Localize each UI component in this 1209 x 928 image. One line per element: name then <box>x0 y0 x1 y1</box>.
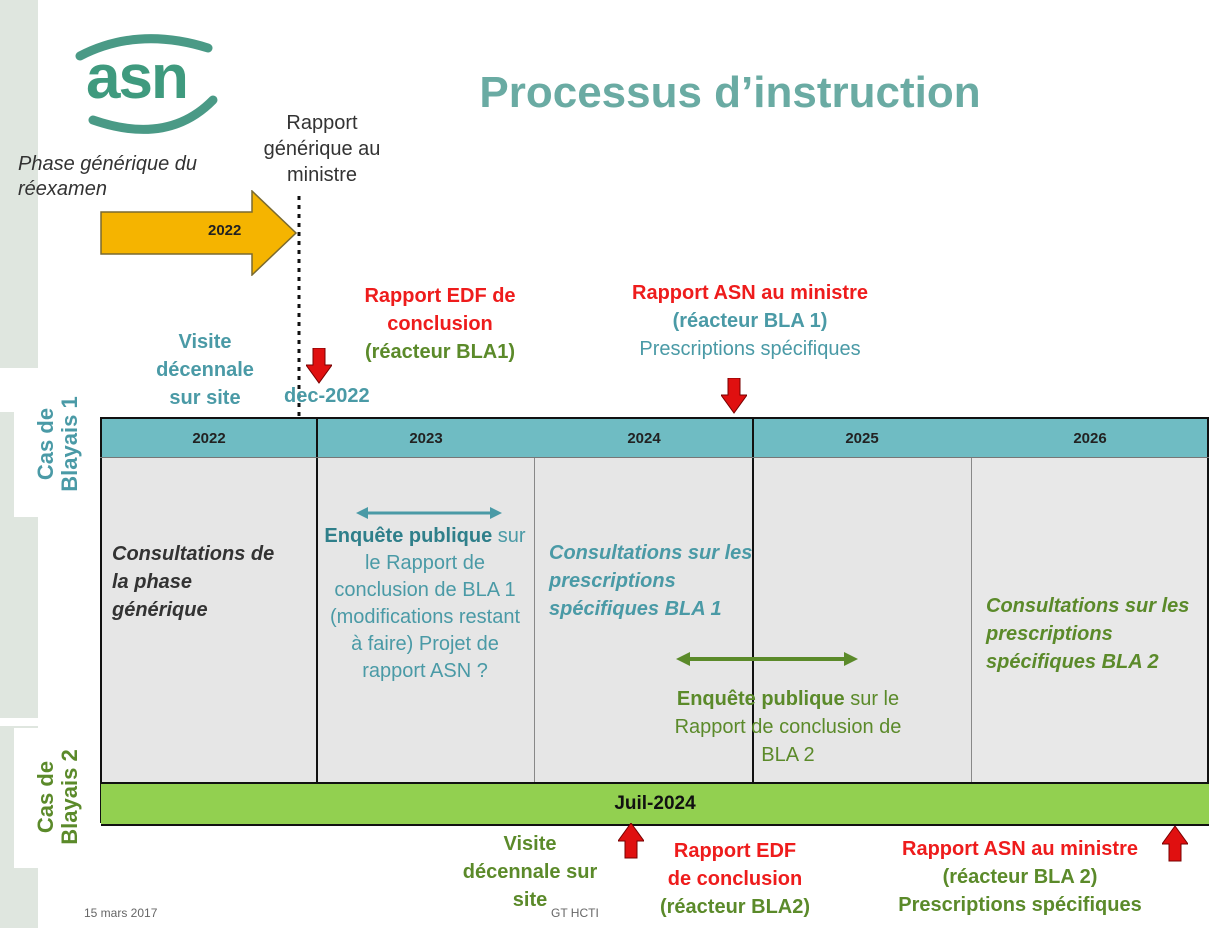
grid-line <box>534 458 535 782</box>
red-up-arrow <box>1161 825 1189 867</box>
edf-report-bla1-line1: Rapport EDF de <box>364 285 516 307</box>
asn-report-bla2-line2: (réacteur BLA 2) <box>942 866 1098 888</box>
enquete-bla1-arrow <box>356 505 502 526</box>
generic-phase-label: Phase générique du réexamen <box>18 153 198 200</box>
enquete-bla1-bold: Enquête publique <box>324 525 493 547</box>
asn-report-bla1-line2: (réacteur BLA 1) <box>672 310 828 332</box>
year-cell: 2026 <box>1073 429 1107 447</box>
grid-line <box>100 417 102 823</box>
grid-line <box>100 457 1209 458</box>
red-down-arrow <box>305 347 333 389</box>
grid-line <box>316 417 318 782</box>
side-label-bla2: Cas de Blayais 2 <box>33 749 82 845</box>
year-cell: 2024 <box>627 429 661 447</box>
year-cell: 2023 <box>409 429 443 447</box>
asn-report-bla2-line3: Prescriptions spécifiques <box>898 894 1142 916</box>
generic-arrow-year: 2022 <box>208 222 242 239</box>
edf-report-bla2-line3: (réacteur BLA2) <box>659 896 811 918</box>
cell-2025 <box>753 458 971 782</box>
generic-phase-arrow: 2022 <box>100 189 300 277</box>
enquete-bla2-text: Enquête publique sur le Rapport de concl… <box>660 685 916 769</box>
edf-report-bla2-line2: de conclusion <box>667 868 803 890</box>
consult-bla1-text: Consultations sur les prescriptions spéc… <box>549 542 753 620</box>
red-up-arrow <box>617 822 645 864</box>
enquete-bla2-arrow <box>676 650 858 673</box>
grid-line <box>1207 417 1209 823</box>
visite-bla1-label: Visite décennale sur site <box>156 331 254 409</box>
enquete-bla2-rest: sur le Rapport de conclusion de BLA 2 <box>674 688 902 766</box>
generic-report-label: Rapport générique au ministre <box>263 112 381 186</box>
footer-date: 15 mars 2017 <box>84 906 158 920</box>
dec-2022-label: dec-2022 <box>284 385 370 407</box>
side-label-bla1: Cas de Blayais 1 <box>33 396 82 492</box>
cell-2024 <box>535 458 753 782</box>
consult-bla2-text: Consultations sur les prescriptions spéc… <box>986 595 1190 673</box>
page-title: Processus d’instruction <box>479 68 981 117</box>
edf-report-bla1-line2: conclusion <box>387 313 493 335</box>
edf-report-bla2-line1: Rapport EDF <box>673 840 797 862</box>
footer-center: GT HCTI <box>551 906 599 920</box>
asn-report-bla1-line3: Prescriptions spécifiques <box>639 338 861 360</box>
visite-bla2-label: Visite décennale sur site <box>462 833 598 911</box>
enquete-bla2-bold: Enquête publique <box>676 688 845 710</box>
enquete-bla1-rest: sur le Rapport de conclusion de BLA 1 (m… <box>329 525 526 682</box>
side-label-bg <box>14 372 104 517</box>
year-cell: 2022 <box>192 429 226 447</box>
year-cell: 2025 <box>845 429 879 447</box>
cell-2022 <box>101 458 317 782</box>
red-down-arrow <box>720 377 748 419</box>
asn-report-bla2-line1: Rapport ASN au ministre <box>902 838 1138 860</box>
side-strip-gap <box>0 718 38 726</box>
cell-2026 <box>971 458 1209 782</box>
logo-text: asn <box>86 43 189 112</box>
bla2-bar: Juil-2024 <box>101 782 1209 826</box>
asn-report-bla1-line1: Rapport ASN au ministre <box>632 282 868 304</box>
grid-line <box>752 417 754 782</box>
grid-line <box>971 458 972 782</box>
year-header-row <box>101 417 1209 460</box>
consult-generic-text: Consultations de la phase générique <box>112 543 275 621</box>
enquete-bla1-text: Enquête publique sur le Rapport de concl… <box>322 523 528 685</box>
asn-logo: asn <box>58 28 228 148</box>
side-label-bg <box>14 728 104 868</box>
edf-report-bla1-line3: (réacteur BLA1) <box>364 341 516 363</box>
bla2-bar-label: Juil-2024 <box>614 793 696 814</box>
